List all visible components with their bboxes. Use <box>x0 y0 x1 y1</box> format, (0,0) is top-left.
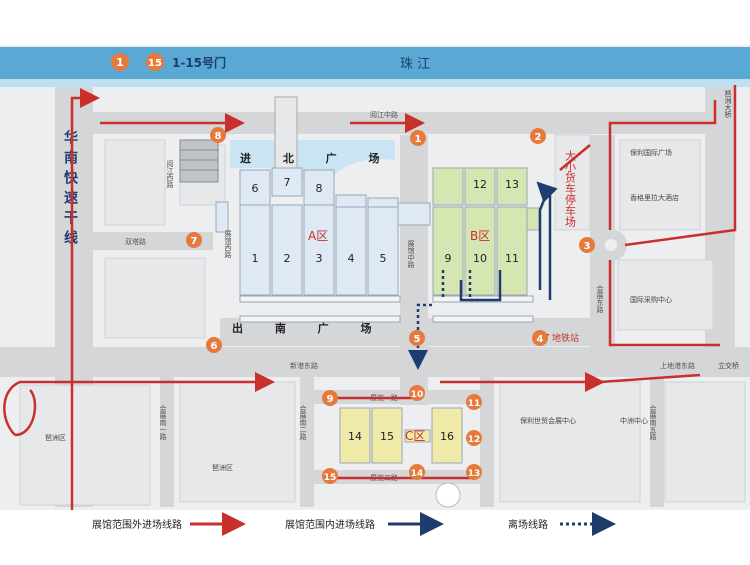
pond <box>230 140 395 180</box>
gate-to-badge <box>146 53 164 71</box>
svg-text:1: 1 <box>415 134 422 145</box>
gate-3: 3 <box>579 237 595 253</box>
gate-11: 11 <box>466 394 482 410</box>
hall-2: 2 <box>284 252 291 265</box>
road-huizhan-south-1: 会展南一路 <box>159 404 167 441</box>
legend-exit-label: 离场线路 <box>508 518 548 531</box>
hall-12: 12 <box>473 178 487 191</box>
svg-text:9: 9 <box>327 394 334 405</box>
truck-yard-label: 大小货车停车场 <box>564 149 577 228</box>
road-huizhan-south-2: 会展南二路 <box>299 404 307 441</box>
gate-5: 5 <box>409 330 425 346</box>
hall-3: 3 <box>316 252 323 265</box>
svg-text:14: 14 <box>411 469 424 479</box>
river-label: 珠 江 <box>400 57 430 72</box>
area-a-label: A区 <box>308 229 328 243</box>
svg-text:4: 4 <box>537 334 544 345</box>
gate-from-number: 1 <box>116 56 124 69</box>
parking-structure <box>179 139 219 183</box>
legend-inside-label: 展馆范围内进场线路 <box>285 518 375 531</box>
hall-9: 9 <box>445 252 452 265</box>
gate-2: 2 <box>530 128 546 144</box>
inside-entry-routes <box>459 181 558 302</box>
hall-8: 8 <box>316 182 323 195</box>
area-c-label: C区 <box>405 429 425 443</box>
svg-text:6: 6 <box>211 341 218 352</box>
hall-5: 5 <box>380 252 387 265</box>
svg-text:5: 5 <box>414 334 421 345</box>
svg-text:13: 13 <box>468 469 481 479</box>
hall-11: 11 <box>505 252 519 265</box>
area-b-label: B区 <box>470 229 490 243</box>
gate-1: 1 <box>410 130 426 146</box>
gate-range-legend: 1 15 1-15号门 <box>111 53 226 71</box>
dome <box>435 482 461 508</box>
hall-15: 15 <box>380 430 394 443</box>
place-pazhou-bridge: 琶洲大桥 <box>724 90 732 119</box>
gate-4: 4 <box>532 330 548 346</box>
subway-label: 地铁站 <box>552 332 579 344</box>
road-yuejiang-west: 阅江西路 <box>166 160 174 189</box>
surrounding-blocks <box>19 134 746 506</box>
gate-to-number: 15 <box>148 58 162 69</box>
gate-12: 12 <box>466 430 482 446</box>
gates: 1 2 3 4 5 6 7 8 9 10 11 12 13 14 15 <box>186 127 595 484</box>
svg-text:15: 15 <box>324 473 337 483</box>
place-lijiao-bridge: 立交桥 <box>718 361 739 370</box>
gate-range-label: 1-15号门 <box>172 55 226 70</box>
area-c-halls <box>339 407 463 464</box>
hall-6: 6 <box>252 182 259 195</box>
area-b-halls <box>432 167 528 296</box>
road-yuejiang-middle: 阅江中路 <box>370 110 398 119</box>
place-poly-plaza: 保利国际广场 <box>630 148 672 157</box>
place-pazhou-c: 琶洲区 <box>212 464 233 472</box>
area-a-halls <box>239 167 399 296</box>
highway-label: 华南快速干线 <box>62 129 78 250</box>
road-ligang-east: 上地港东路 <box>660 361 695 370</box>
place-pazhou-west: 琶洲区 <box>45 434 66 442</box>
route-legend: 展馆范围外进场线路 展馆范围内进场线路 离场线路 <box>92 512 616 536</box>
gate-14: 14 <box>409 464 425 480</box>
hall-14: 14 <box>348 430 362 443</box>
gate-13: 13 <box>466 464 482 480</box>
svg-text:7: 7 <box>191 236 198 247</box>
south-square-label: 出 南 广 场 <box>232 321 386 335</box>
hall-4: 4 <box>348 252 355 265</box>
legend-outside-label: 展馆范围外进场线路 <box>92 518 182 531</box>
svg-text:11: 11 <box>468 399 481 409</box>
road-zhanguan-west: 展馆西路 <box>224 230 232 259</box>
svg-text:2: 2 <box>535 132 542 143</box>
gate-8: 8 <box>210 127 226 143</box>
outside-entry-routes <box>3 85 737 510</box>
hall-13: 13 <box>505 178 519 191</box>
road-huizhan-south-5: 会展南五路 <box>649 404 657 441</box>
gate-6: 6 <box>206 337 222 353</box>
gate-9: 9 <box>322 390 338 406</box>
road-shuangta: 双塔路 <box>125 237 146 246</box>
svg-text:华南快速干线: 华南快速干线 <box>62 129 78 250</box>
place-shangri-la: 香格里拉大酒店 <box>630 193 679 202</box>
place-intl-exhibition: 国际采购中心 <box>630 295 672 304</box>
road-huizhan-east: 会展东路 <box>596 284 604 314</box>
place-zhongzhou: 中洲中心 <box>620 416 648 425</box>
hall-7: 7 <box>284 176 291 189</box>
gate-from-badge <box>111 53 129 71</box>
north-square-label: 进 北 广 场 <box>240 151 394 165</box>
gate-10: 10 <box>409 385 425 401</box>
road-xingang-east: 新港东路 <box>290 361 318 370</box>
svg-text:12: 12 <box>468 435 481 445</box>
hall-1: 1 <box>252 252 259 265</box>
place-poly-world-trade: 保利世贸会展中心 <box>520 416 576 425</box>
gate-7: 7 <box>186 232 202 248</box>
svg-text:3: 3 <box>584 241 591 252</box>
road-zhanguan-middle: 展馆中路 <box>407 240 415 269</box>
hall-10: 10 <box>473 252 487 265</box>
hall-16: 16 <box>440 430 454 443</box>
svg-text:10: 10 <box>411 390 424 400</box>
gate-15: 15 <box>322 468 338 484</box>
svg-text:8: 8 <box>215 131 222 142</box>
